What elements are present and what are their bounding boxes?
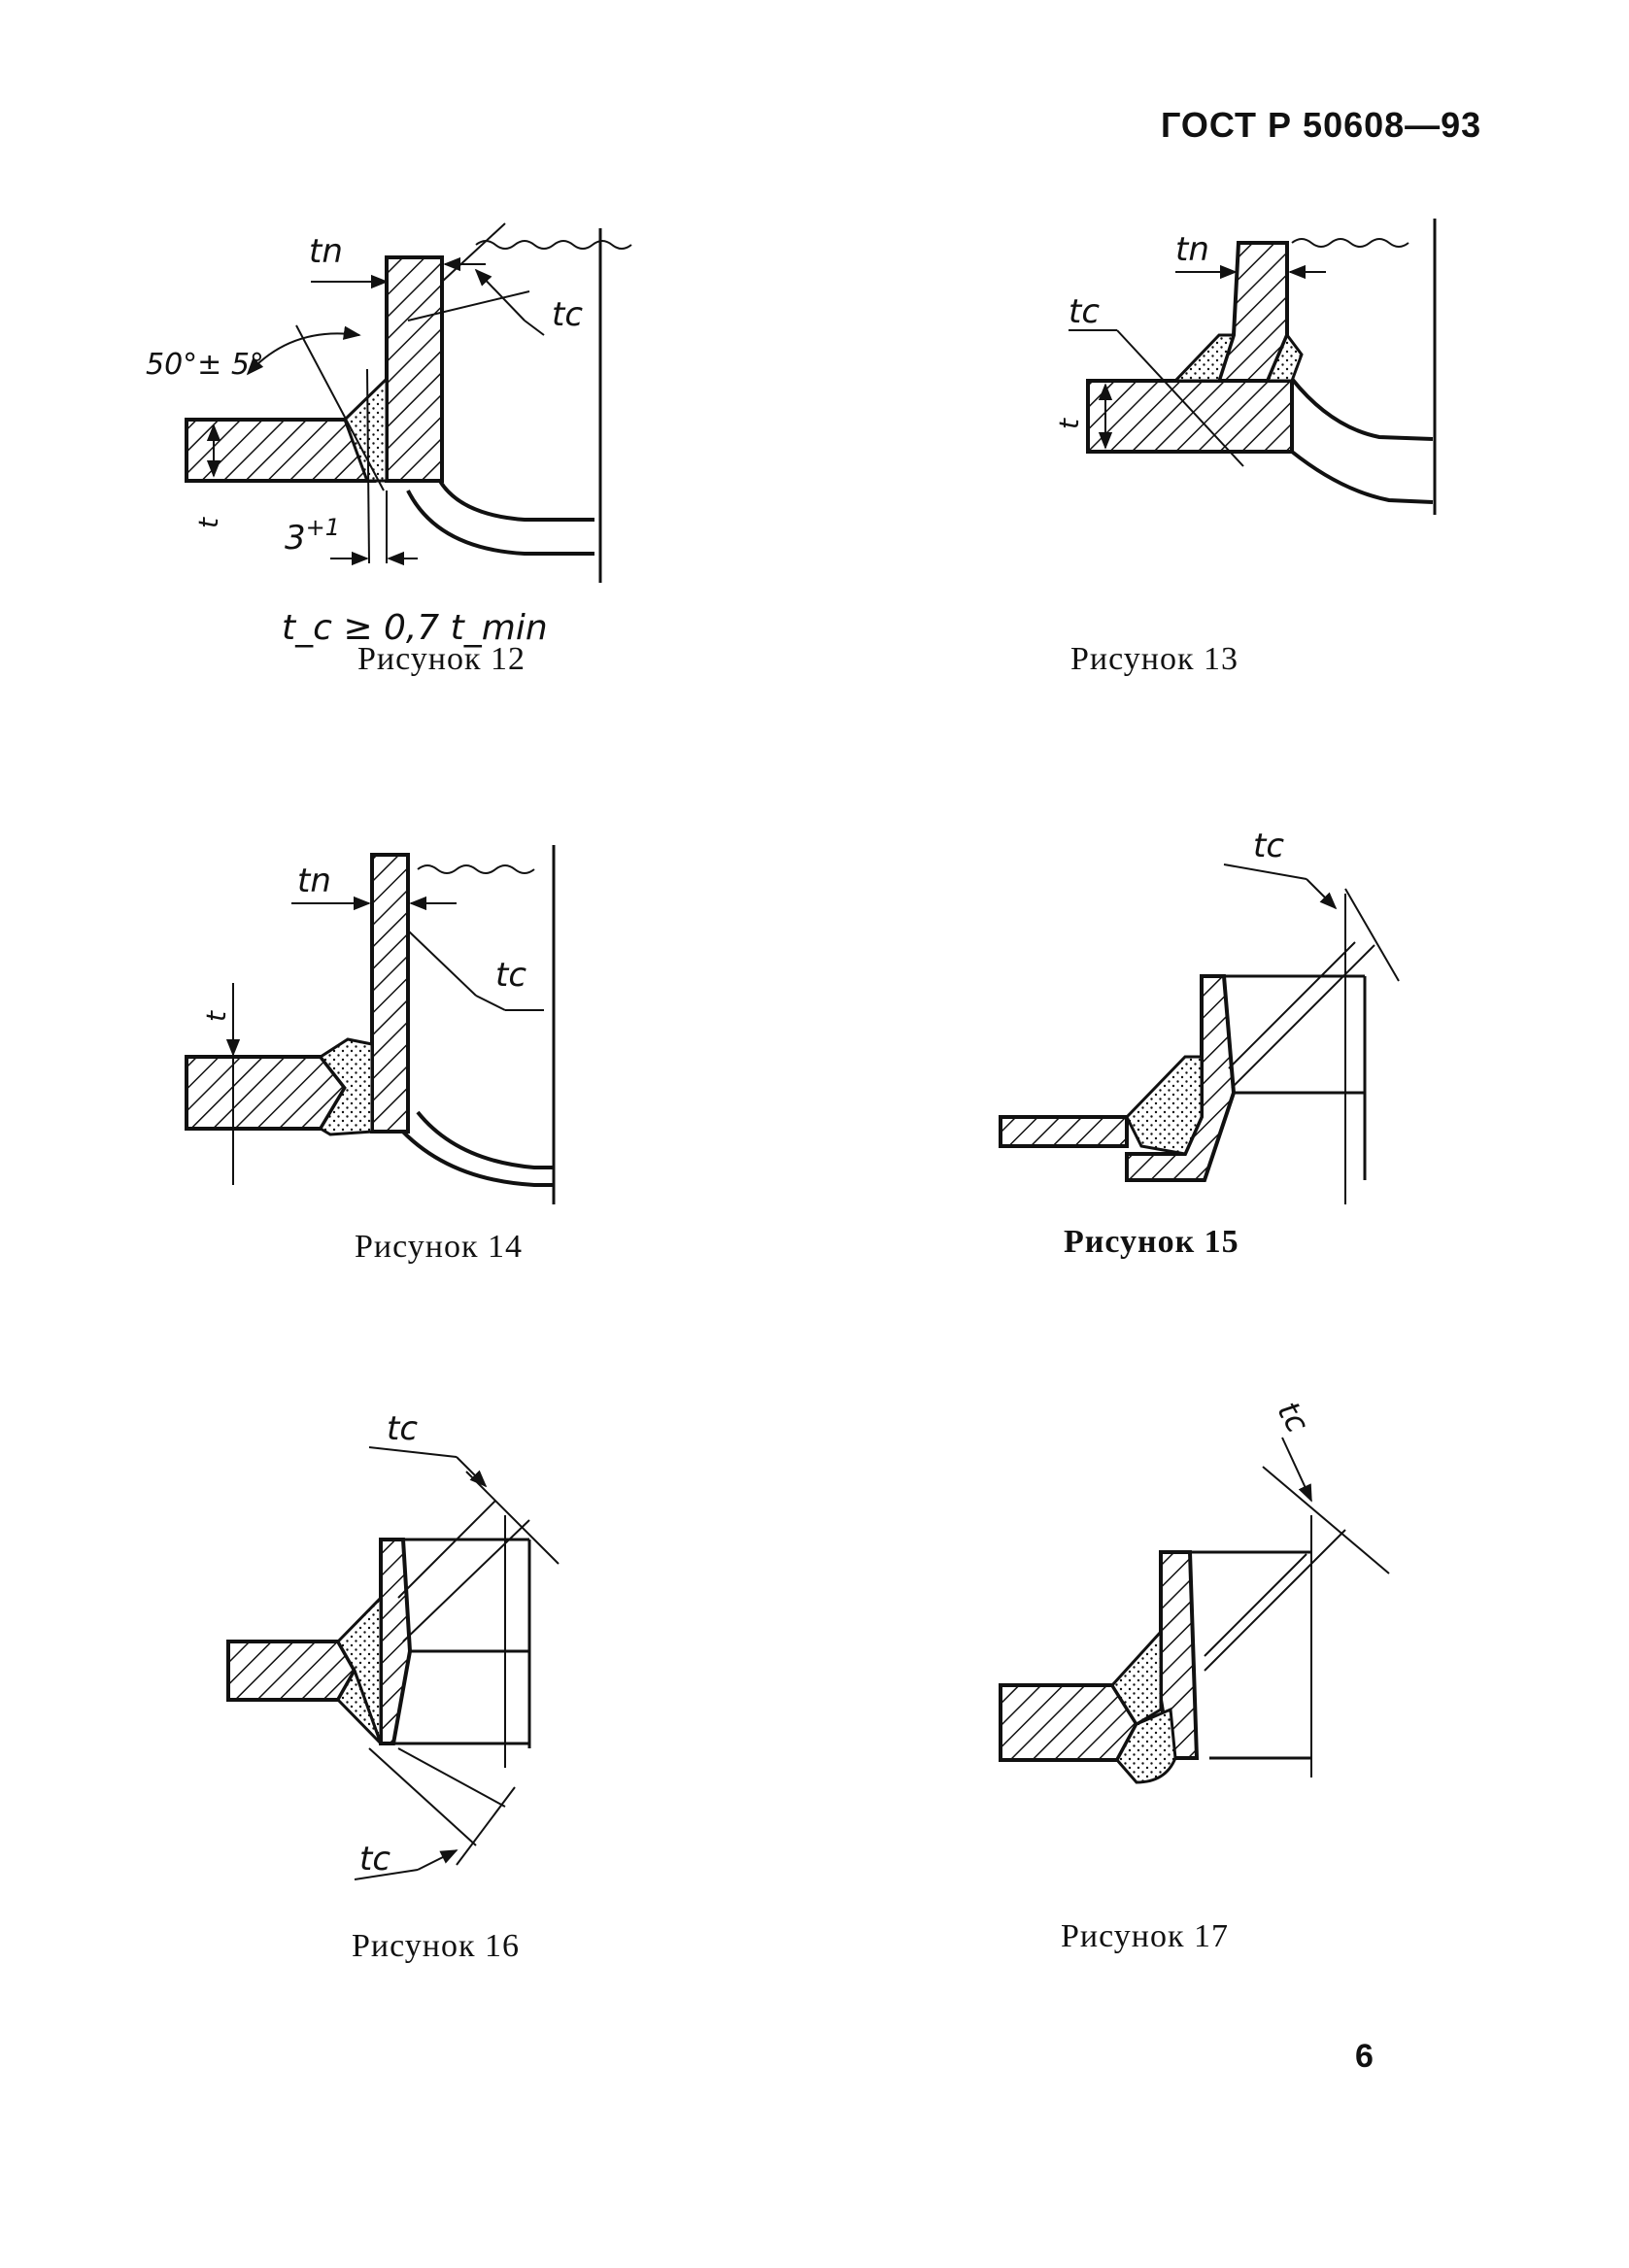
figure-12-formula: t_c ≥ 0,7 t_min <box>282 608 548 648</box>
caption-figure-12: Рисунок 12 <box>357 641 526 677</box>
label-t: t <box>1053 418 1085 429</box>
caption-figure-17: Рисунок 17 <box>1061 1918 1229 1954</box>
caption-figure-15: Рисунок 15 <box>1064 1224 1239 1260</box>
label-gap: 3+1 <box>285 514 340 558</box>
figure-15-drawing: tc <box>999 827 1400 1204</box>
figure-14-drawing: tn tc t <box>185 845 556 1204</box>
label-angle: 50°± 5° <box>146 348 264 382</box>
figure-12-drawing: tn tc 50°± 5° t 3+1 <box>146 222 632 583</box>
label-t: t <box>192 517 224 528</box>
label-tc: tc <box>1270 1395 1316 1439</box>
label-tn: tn <box>309 232 343 271</box>
label-tn: tn <box>297 862 331 900</box>
caption-figure-14: Рисунок 14 <box>355 1229 523 1265</box>
label-tc: tc <box>1069 292 1100 331</box>
label-tc: tc <box>495 956 526 995</box>
caption-figure-16: Рисунок 16 <box>352 1928 520 1964</box>
standard-header: ГОСТ Р 50608—93 <box>1161 105 1482 145</box>
label-tc: tc <box>1253 827 1284 865</box>
page-number: 6 <box>1355 2038 1374 2075</box>
caption-figure-13: Рисунок 13 <box>1070 641 1239 677</box>
label-t: t <box>200 1010 232 1022</box>
figure-17-drawing: tc <box>999 1395 1390 1784</box>
label-tn: tn <box>1175 230 1209 269</box>
label-tc-bottom: tc <box>359 1840 390 1879</box>
figure-16-drawing: tc tc <box>226 1409 560 1880</box>
figure-13-drawing: tn tc t <box>1053 219 1437 515</box>
label-tc-top: tc <box>387 1409 418 1448</box>
label-tc: tc <box>552 295 583 334</box>
